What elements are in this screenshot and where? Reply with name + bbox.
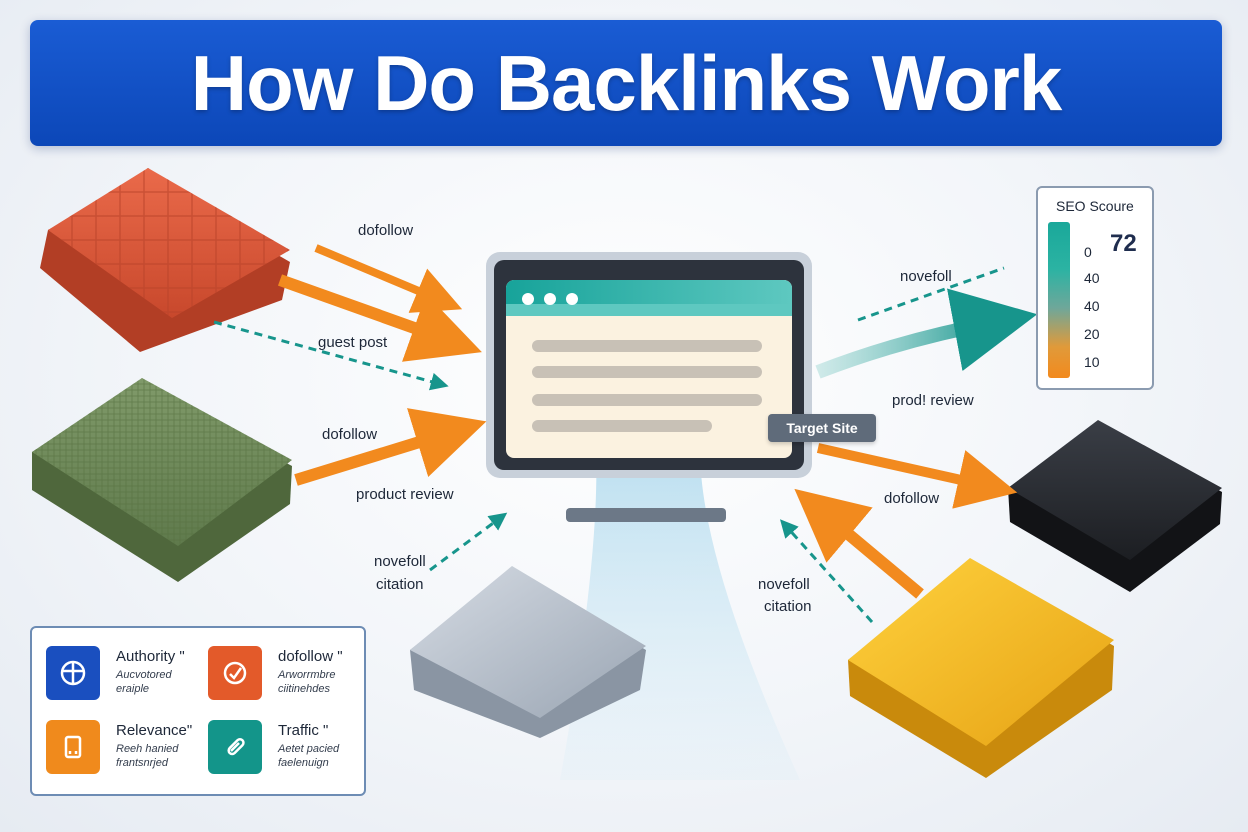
document-icon	[46, 720, 100, 774]
seo-score-card: SEO Scoure 72 0 40 40 20 10	[1036, 186, 1154, 390]
arrow-nofollow-citation-right	[779, 519, 874, 624]
seo-tick: 20	[1084, 326, 1100, 342]
legend-name: Authority "	[116, 648, 185, 665]
arrow-to-black-tile	[816, 443, 1018, 509]
seo-tick: 40	[1084, 270, 1100, 286]
heart-link-icon	[208, 646, 262, 700]
label-dofollow-mid: dofollow	[322, 426, 378, 443]
label-product-review-left: product review	[356, 486, 454, 503]
label-product-review-right: prod! review	[892, 392, 974, 409]
arrow-yellow-to-monitor	[794, 488, 924, 599]
legend-name: Relevance"	[116, 722, 193, 739]
label-novefoll-right: novefoll	[900, 268, 952, 285]
target-site-tag: Target Site	[768, 414, 876, 442]
arrow-nofollow-right-dashed	[857, 266, 1005, 322]
seo-score-title: SEO Scoure	[1056, 198, 1134, 214]
label-nofollow-left: novefoll	[374, 553, 426, 570]
label-dofollow-right: dofollow	[884, 490, 940, 507]
legend-name: dofollow "	[278, 648, 343, 665]
red-grid-tile	[40, 168, 290, 352]
target-monitor	[486, 252, 812, 522]
arrow-dofollow-mid	[294, 408, 487, 486]
light-beam	[560, 450, 800, 780]
arrow-dofollow-top	[314, 244, 463, 313]
black-tile	[1008, 420, 1222, 592]
silver-brushed-tile	[410, 566, 646, 738]
window-dot-icon	[544, 293, 556, 305]
window-dot-icon	[566, 293, 578, 305]
seo-tick: 10	[1084, 354, 1100, 370]
seo-tick: 40	[1084, 298, 1100, 314]
arrow-guest-post-dashed	[213, 320, 449, 391]
label-citation-left: citation	[376, 576, 424, 593]
page-title: How Do Backlinks Work	[190, 38, 1062, 127]
seo-gauge-bar	[1048, 222, 1070, 378]
seo-tick: 0	[1084, 244, 1092, 260]
link-icon	[208, 720, 262, 774]
arrow-red-to-monitor	[277, 274, 482, 362]
label-citation-right: citation	[764, 598, 812, 615]
legend-name: Traffic "	[278, 722, 329, 739]
label-nofollow-right: novefoll	[758, 576, 810, 593]
shield-globe-icon	[46, 646, 100, 700]
label-dofollow-top: dofollow	[358, 222, 414, 239]
arrow-to-seo-score	[815, 288, 1038, 379]
window-dot-icon	[522, 293, 534, 305]
label-guest-post: guest post	[318, 334, 388, 351]
yellow-glossy-tile	[848, 558, 1114, 778]
title-banner: How Do Backlinks Work	[30, 20, 1222, 146]
arrow-nofollow-citation-left	[429, 512, 508, 572]
green-textured-tile	[32, 378, 292, 582]
seo-score-value: 72	[1110, 230, 1137, 257]
